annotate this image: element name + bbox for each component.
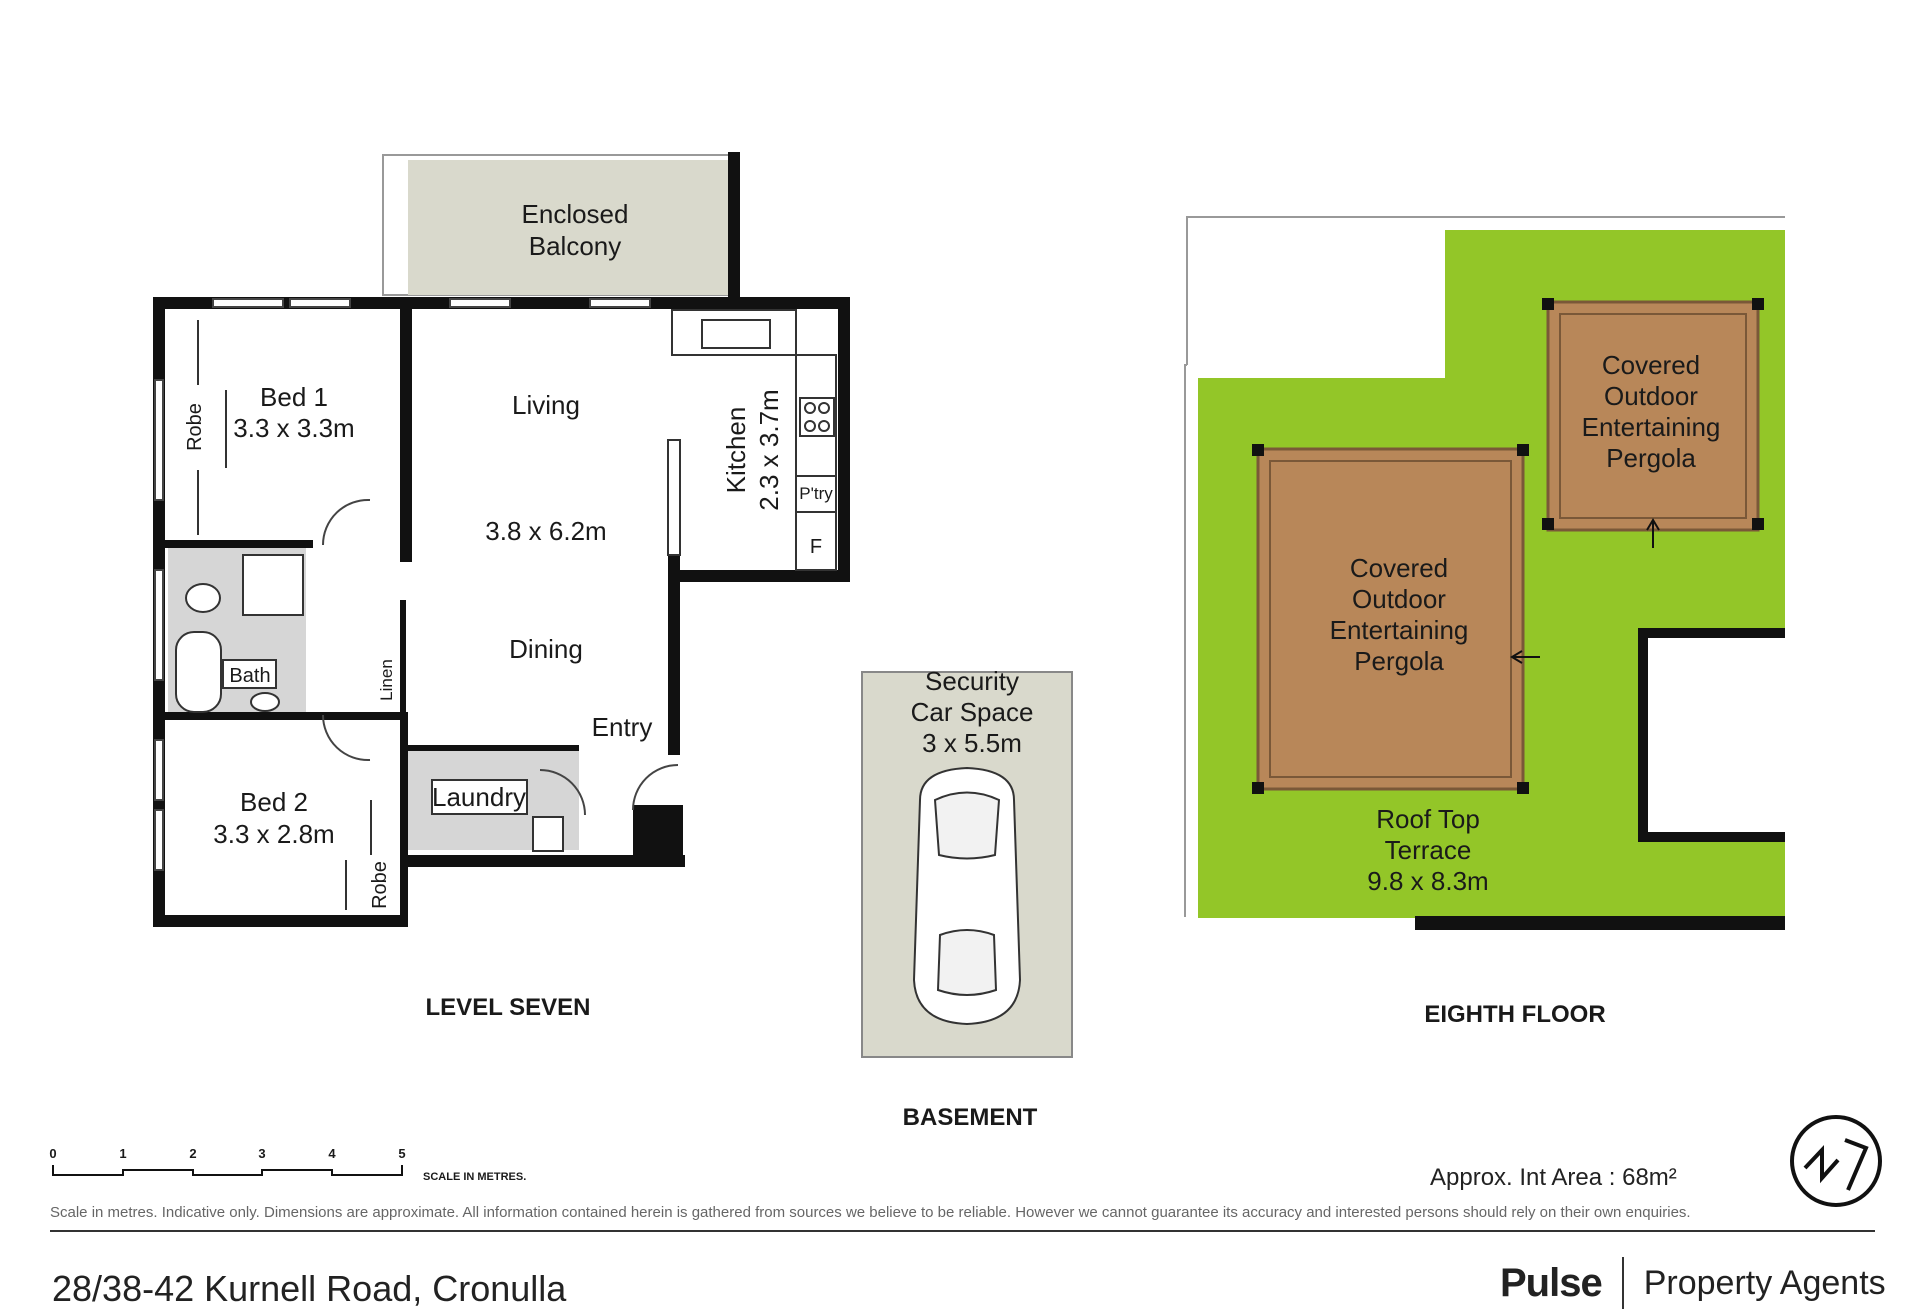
agency-logo: Pulse Property Agents bbox=[1500, 1257, 1886, 1309]
brand-tagline: Property Agents bbox=[1643, 1263, 1886, 1302]
scale-tick-2: 2 bbox=[189, 1146, 196, 1161]
linen-label: Linen bbox=[377, 659, 396, 701]
pergola-large-line2: Outdoor bbox=[1352, 584, 1446, 614]
windows bbox=[154, 298, 651, 871]
bed1-size: 3.3 x 3.3m bbox=[233, 413, 354, 443]
bath-label-box bbox=[222, 659, 277, 689]
living-label: Living bbox=[512, 390, 580, 420]
scale-caption: SCALE IN METRES. bbox=[423, 1171, 526, 1183]
approx-area: Approx. Int Area : 68m² bbox=[1430, 1164, 1677, 1191]
pergola-small-line2: Outdoor bbox=[1604, 381, 1698, 411]
shower-icon bbox=[242, 554, 304, 616]
pergola-large bbox=[1256, 447, 1525, 791]
level-seven-plan: Enclosed Balcony Bed 1 3.3 x 3.3m Robe L… bbox=[153, 152, 850, 1021]
scale-bar: 0 1 2 3 4 5 SCALE IN METRES. bbox=[49, 1146, 526, 1183]
footer-divider bbox=[50, 1230, 1875, 1232]
disclaimer: Scale in metres. Indicative only. Dimens… bbox=[50, 1204, 1691, 1221]
car-icon bbox=[912, 766, 1022, 1026]
bed2-label: Bed 2 bbox=[240, 787, 308, 817]
pergola-small-line3: Entertaining bbox=[1582, 412, 1721, 442]
car-space-line2: Car Space bbox=[911, 697, 1034, 727]
terrace-line1: Roof Top bbox=[1376, 804, 1480, 834]
pergola-small-beam bbox=[1559, 313, 1747, 519]
door-swings bbox=[321, 498, 679, 816]
scale-tick-0: 0 bbox=[49, 1146, 56, 1161]
pantry-label: P'try bbox=[799, 484, 833, 503]
brand-name: Pulse bbox=[1500, 1260, 1603, 1305]
pergola-large-posts bbox=[1252, 444, 1529, 794]
pergola-small bbox=[1546, 300, 1760, 532]
compass-icon bbox=[1790, 1115, 1882, 1207]
bed1-label: Bed 1 bbox=[260, 382, 328, 412]
scale-tick-3: 3 bbox=[258, 1146, 265, 1161]
bathtub-icon bbox=[175, 631, 222, 713]
enclosed-balcony-line1: Enclosed bbox=[522, 199, 629, 229]
bath-label: Bath bbox=[229, 665, 270, 687]
pergola-small-line4: Pergola bbox=[1606, 443, 1696, 473]
arrow-icon bbox=[1646, 518, 1660, 548]
terrace-size: 9.8 x 8.3m bbox=[1367, 866, 1488, 896]
cooktop-icon bbox=[799, 397, 835, 437]
bed2-size: 3.3 x 2.8m bbox=[213, 819, 334, 849]
property-address: 28/38-42 Kurnell Road, Cronulla bbox=[52, 1268, 567, 1309]
eighth-floor-title: EIGHTH FLOOR bbox=[1424, 1001, 1605, 1028]
arrow-icon bbox=[1510, 650, 1540, 664]
brand-divider bbox=[1621, 1257, 1624, 1309]
terrace-line2: Terrace bbox=[1385, 835, 1472, 865]
pergola-large-line1: Covered bbox=[1350, 553, 1448, 583]
kitchen-side-bench bbox=[795, 354, 837, 571]
basin-icon bbox=[250, 692, 280, 712]
level-seven-title: LEVEL SEVEN bbox=[426, 994, 591, 1021]
dining-label: Dining bbox=[509, 634, 583, 664]
kitchen-size: 2.3 x 3.7m bbox=[754, 389, 784, 510]
toilet-icon bbox=[185, 583, 221, 613]
laundry-label-box bbox=[431, 779, 528, 815]
robe1-label: Robe bbox=[184, 403, 206, 451]
car-space-size: 3 x 5.5m bbox=[922, 728, 1022, 758]
kitchen-island bbox=[667, 439, 681, 556]
fridge-label: F bbox=[810, 536, 822, 558]
sink-icon bbox=[701, 319, 771, 349]
terrace-walls bbox=[1415, 628, 1785, 930]
scale-tick-4: 4 bbox=[328, 1146, 336, 1161]
car-space-line1: Security bbox=[925, 666, 1019, 696]
basement-title: BASEMENT bbox=[903, 1104, 1038, 1131]
robe2-label: Robe bbox=[369, 861, 391, 909]
terrace-outline-top bbox=[1186, 216, 1785, 365]
scale-tick-1: 1 bbox=[119, 1146, 126, 1161]
eighth-floor-plan: Covered Outdoor Entertaining Pergola Cov… bbox=[1184, 216, 1785, 1028]
robe-arrows bbox=[197, 320, 372, 910]
pergola-small-posts bbox=[1542, 298, 1764, 530]
laundry-label: Laundry bbox=[432, 782, 526, 812]
pergola-small-line1: Covered bbox=[1602, 350, 1700, 380]
living-size: 3.8 x 6.2m bbox=[485, 516, 606, 546]
pergola-large-line3: Entertaining bbox=[1330, 615, 1469, 645]
pergola-large-line4: Pergola bbox=[1354, 646, 1444, 676]
balcony-wall bbox=[728, 152, 740, 300]
bathroom-fixtures bbox=[175, 554, 304, 713]
pergola-large-beam bbox=[1269, 460, 1512, 778]
basement-plan: Security Car Space 3 x 5.5m BASEMENT bbox=[861, 666, 1073, 1131]
scale-tick-5: 5 bbox=[398, 1146, 405, 1161]
enclosed-balcony bbox=[408, 160, 730, 295]
kitchen-label: Kitchen bbox=[721, 407, 751, 494]
pantry-box bbox=[795, 475, 837, 513]
enclosed-balcony-line2: Balcony bbox=[529, 231, 622, 261]
terrace-outline-left bbox=[1184, 364, 1187, 917]
laundry-tub-icon bbox=[532, 816, 564, 852]
entry-label: Entry bbox=[592, 712, 653, 742]
